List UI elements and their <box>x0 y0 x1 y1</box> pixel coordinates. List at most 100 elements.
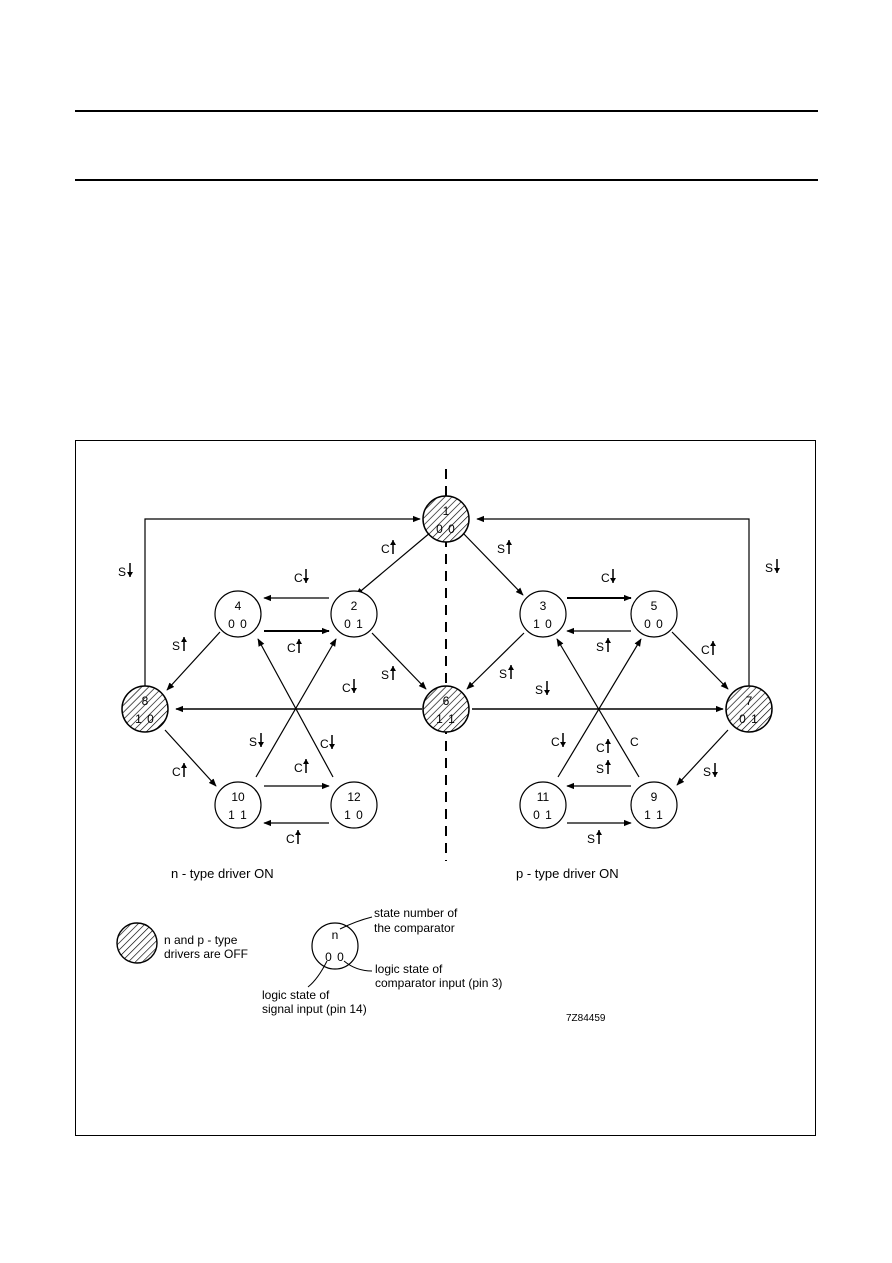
state-node-number: 7 <box>746 694 753 708</box>
transition-label-text: S <box>587 832 595 846</box>
edge-5-7 <box>671 631 729 690</box>
state-node-number: 3 <box>540 599 547 613</box>
transition-arrowhead-icon <box>258 742 264 747</box>
state-node-6: 61 1 <box>422 685 470 733</box>
transition-label-text: S <box>596 762 604 776</box>
transition-label: S <box>587 830 602 846</box>
state-node-9: 91 1 <box>630 781 678 829</box>
transition-label: S <box>596 760 611 776</box>
legend-sig-line1: logic state of <box>262 988 330 1002</box>
figure-code: 7Z84459 <box>566 1013 606 1024</box>
state-node-number: 2 <box>351 599 358 613</box>
transition-arrowhead-icon <box>329 744 335 749</box>
transition-arrowhead-icon <box>560 742 566 747</box>
transition-label-text: C <box>286 832 295 846</box>
top-rule-2 <box>75 179 818 181</box>
transition-arrowhead-icon <box>506 540 512 545</box>
state-node-12: 121 0 <box>330 781 378 829</box>
transition-label-text: C <box>294 761 303 775</box>
state-node-number: 6 <box>443 694 450 708</box>
transition-arrowhead-icon <box>605 760 611 765</box>
state-node-circle <box>214 590 262 638</box>
edge-7-9 <box>676 729 729 786</box>
transition-label-text: S <box>118 565 126 579</box>
state-node-number: 11 <box>537 790 550 804</box>
state-node-circle <box>630 781 678 829</box>
transition-arrowhead-icon <box>710 641 716 646</box>
edge-1-3 <box>461 531 524 596</box>
state-node-4: 40 0 <box>214 590 262 638</box>
transition-arrowhead-icon <box>181 637 187 642</box>
caption-p-driver: p - type driver ON <box>516 866 619 881</box>
state-node-circle <box>330 781 378 829</box>
state-node-circle <box>422 495 470 543</box>
state-node-bits: 1 1 <box>228 808 248 822</box>
transition-label-text: S <box>172 639 180 653</box>
state-node-circle <box>725 685 773 733</box>
state-node-number: 10 <box>231 790 245 804</box>
transition-arrowhead-icon <box>610 578 616 583</box>
state-node-circle <box>630 590 678 638</box>
transition-arrowhead-icon <box>605 638 611 643</box>
state-node-bits: 1 0 <box>344 808 364 822</box>
transition-arrowhead-icon <box>181 763 187 768</box>
legend: n and p - type drivers are OFF n 0 0 sta… <box>116 906 606 1024</box>
transition-arrowhead-icon <box>596 830 602 835</box>
transition-label-text: S <box>535 683 543 697</box>
transition-arrowhead-icon <box>605 739 611 744</box>
transition-label: C <box>596 739 611 755</box>
transition-label-text: C <box>601 571 610 585</box>
state-node-bits: 0 0 <box>228 617 248 631</box>
legend-off-line1: n and p - type <box>164 933 238 947</box>
transition-arrowhead-icon <box>712 772 718 777</box>
transition-arrowhead-icon <box>303 759 309 764</box>
legend-off-symbol <box>116 922 158 964</box>
transition-label: C <box>320 735 335 751</box>
transition-arrowhead-icon <box>296 639 302 644</box>
transition-arrowhead-icon <box>303 578 309 583</box>
transition-label: C <box>294 569 309 585</box>
transition-label: C <box>342 679 357 695</box>
state-node-number: 1 <box>443 504 450 518</box>
state-node-circle <box>330 590 378 638</box>
legend-leader-comp <box>343 960 373 972</box>
state-node-circle <box>519 781 567 829</box>
transition-arrowhead-icon <box>390 540 396 545</box>
transition-label-text: C <box>320 737 329 751</box>
edge-11-5 <box>557 638 642 778</box>
state-nodes: 10 020 131 040 050 061 170 181 091 1101 … <box>121 495 773 829</box>
transition-label: C <box>701 641 716 657</box>
transition-label: C <box>287 639 302 655</box>
transition-label: S <box>249 733 264 749</box>
state-node-bits: 0 1 <box>739 712 759 726</box>
transition-arrowhead-icon <box>544 690 550 695</box>
transition-label: S <box>596 638 611 654</box>
legend-node-symbol <box>311 922 359 970</box>
state-node-number: 12 <box>347 790 361 804</box>
state-node-number: 8 <box>142 694 149 708</box>
transition-label-text: C <box>596 741 605 755</box>
transition-arrowhead-icon <box>127 572 133 577</box>
transition-label: C <box>294 759 309 775</box>
transition-arrowhead-icon <box>508 665 514 670</box>
legend-state-line1: state number of <box>374 906 458 920</box>
transition-label: S <box>172 637 187 653</box>
state-node-10: 101 1 <box>214 781 262 829</box>
transition-label: C <box>551 733 566 749</box>
state-node-7: 70 1 <box>725 685 773 733</box>
top-rule-1 <box>75 110 818 112</box>
transition-label-text: C <box>172 765 181 779</box>
transition-label-text: C <box>294 571 303 585</box>
state-node-bits: 0 0 <box>436 522 456 536</box>
transition-label-text: C <box>701 643 710 657</box>
edge-4-8 <box>166 631 221 691</box>
legend-sig-line2: signal input (pin 14) <box>262 1002 367 1016</box>
state-node-3: 31 0 <box>519 590 567 638</box>
state-node-8: 81 0 <box>121 685 169 733</box>
transition-label-text: S <box>499 667 507 681</box>
legend-node-number: n <box>332 928 339 942</box>
state-node-number: 4 <box>235 599 242 613</box>
state-node-circle <box>121 685 169 733</box>
